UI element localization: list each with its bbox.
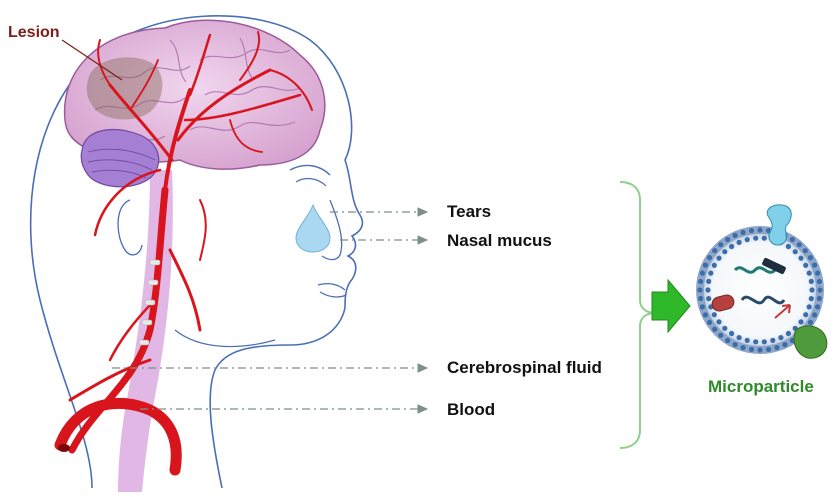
membrane-lipid xyxy=(786,244,791,249)
membrane-lipid xyxy=(762,339,767,344)
membrane-lipid xyxy=(708,271,713,276)
membrane-lipid xyxy=(716,256,721,261)
membrane-lipid xyxy=(707,255,712,260)
cerebellum xyxy=(81,130,158,187)
membrane-lipid xyxy=(733,342,738,347)
membrane-lipid xyxy=(703,312,708,317)
membrane-lipid xyxy=(782,342,787,347)
eye-outline xyxy=(290,165,330,175)
membrane-lipid xyxy=(712,263,717,268)
membrane-protein-bottom xyxy=(794,326,827,358)
membrane-lipid xyxy=(697,287,702,292)
nasal-mucus-label: Nasal mucus xyxy=(447,231,552,251)
membrane-lipid xyxy=(797,242,802,247)
membrane-lipid xyxy=(722,249,727,254)
membrane-lipid xyxy=(757,227,762,232)
membrane-lipid xyxy=(700,271,705,276)
membrane-lipid xyxy=(712,248,717,253)
membrane-lipid xyxy=(808,255,813,260)
membrane-lipid xyxy=(812,312,817,317)
tears-label: Tears xyxy=(447,202,491,222)
membrane-lipid xyxy=(703,263,708,268)
membrane-lipid xyxy=(749,228,754,233)
membrane-lipid xyxy=(712,327,717,332)
membrane-lipid xyxy=(729,244,734,249)
membrane-lipid xyxy=(808,320,813,325)
tear-drop-icon xyxy=(296,205,330,252)
membrane-lipid xyxy=(749,347,754,352)
membrane-lipid xyxy=(733,233,738,238)
microparticle-illustration xyxy=(696,205,827,359)
membrane-lipid xyxy=(698,296,703,301)
membrane-lipid xyxy=(803,263,808,268)
membrane-lipid xyxy=(712,312,717,317)
membrane-lipid xyxy=(774,345,779,350)
membrane-lipid xyxy=(706,279,711,284)
green-arrow-icon xyxy=(652,280,690,332)
membrane-lipid xyxy=(698,279,703,284)
membrane-lipid xyxy=(753,236,758,241)
membrane-lipid xyxy=(722,326,727,331)
jaw-line xyxy=(175,330,275,347)
sample-bracket xyxy=(620,182,655,448)
membrane-lipid xyxy=(809,279,814,284)
membrane-lipid xyxy=(817,279,822,284)
membrane-lipid xyxy=(762,236,767,241)
blood-label: Blood xyxy=(447,400,495,420)
lesion-region xyxy=(87,57,163,119)
membrane-lipid xyxy=(778,335,783,340)
membrane-lipid xyxy=(729,331,734,336)
membrane-lipid xyxy=(817,296,822,301)
ear-outline xyxy=(118,200,142,255)
membrane-lipid xyxy=(815,271,820,276)
membrane-lipid xyxy=(741,345,746,350)
membrane-lipid xyxy=(737,335,742,340)
lesion-label: Lesion xyxy=(8,24,60,42)
membrane-lipid xyxy=(737,240,742,245)
membrane-lipid xyxy=(790,237,795,242)
membrane-lipid xyxy=(705,287,710,292)
membrane-lipid xyxy=(718,242,723,247)
membrane-lipid xyxy=(803,248,808,253)
eye-lid xyxy=(296,179,326,186)
membrane-lipid xyxy=(706,296,711,301)
membrane-lipid xyxy=(707,320,712,325)
membrane-lipid xyxy=(745,338,750,343)
membrane-lipid xyxy=(745,237,750,242)
membrane-lipid xyxy=(807,271,812,276)
membrane-lipid xyxy=(770,338,775,343)
membrane-lipid xyxy=(700,304,705,309)
membrane-lipid xyxy=(753,339,758,344)
membrane-lipid xyxy=(718,333,723,338)
membrane-lipid xyxy=(807,304,812,309)
membrane-lipid xyxy=(725,237,730,242)
membrane-lipid xyxy=(803,312,808,317)
membrane-lipid xyxy=(817,287,822,292)
membrane-lipid xyxy=(815,304,820,309)
membrane-lipid xyxy=(757,347,762,352)
aorta-opening xyxy=(58,444,70,452)
membrane-lipid xyxy=(741,230,746,235)
membrane-lipid xyxy=(809,296,814,301)
membrane-lipid xyxy=(766,347,771,352)
membrane-lipid xyxy=(793,249,798,254)
membrane-lipid xyxy=(716,319,721,324)
csf-label: Cerebrospinal fluid xyxy=(447,358,602,378)
membrane-lipid xyxy=(812,263,817,268)
membrane-lipid xyxy=(725,338,730,343)
microparticle-label: Microparticle xyxy=(708,377,814,397)
membrane-lipid xyxy=(798,256,803,261)
membrane-lipid xyxy=(809,287,814,292)
membrane-lipid xyxy=(798,319,803,324)
mouth-outline xyxy=(318,284,346,297)
membrane-lipid xyxy=(786,331,791,336)
